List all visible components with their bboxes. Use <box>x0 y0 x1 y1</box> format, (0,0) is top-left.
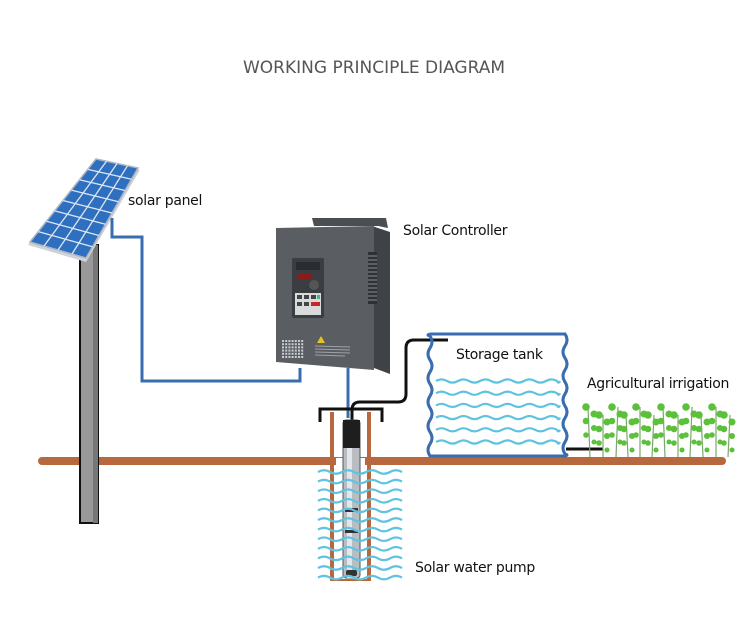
plant <box>595 411 611 457</box>
solar-panel-pole <box>79 244 99 524</box>
plant <box>608 403 624 458</box>
wave-line <box>317 555 403 562</box>
plant <box>582 403 598 458</box>
plant <box>657 403 673 458</box>
plant <box>620 411 636 458</box>
wave-line <box>435 414 561 421</box>
wave-line <box>317 488 403 495</box>
wave-line <box>317 469 403 475</box>
solar-panel-label: solar panel <box>128 193 203 209</box>
solar-controller-label: Solar Controller <box>403 223 508 239</box>
plant <box>695 411 711 458</box>
wave-line <box>317 536 403 543</box>
wave-line <box>317 526 403 533</box>
wave-line <box>317 478 403 485</box>
plant <box>720 411 736 458</box>
solar-water-pump-label: Solar water pump <box>415 560 535 576</box>
well-cap <box>318 407 384 422</box>
plant <box>670 411 686 457</box>
plant <box>644 411 660 458</box>
tank-water-waves <box>435 378 561 445</box>
wave-line <box>435 378 561 384</box>
wave-line <box>317 497 403 504</box>
wave-line <box>435 390 561 396</box>
wave-line <box>317 545 403 552</box>
solar-panel-icon <box>28 158 140 262</box>
wave-line <box>317 517 403 523</box>
plants-icon <box>582 403 736 458</box>
wave-line <box>435 427 561 433</box>
agricultural-irrigation-label: Agricultural irrigation <box>587 376 730 392</box>
power-wire-panel-to-controller <box>110 218 302 383</box>
diagram-title: WORKING PRINCIPLE DIAGRAM <box>242 58 506 78</box>
storage-tank-label: Storage tank <box>456 347 543 363</box>
wave-line <box>317 574 403 581</box>
wave-line <box>317 507 403 514</box>
storage-tank-icon <box>426 332 569 458</box>
wave-line <box>435 402 561 409</box>
water-pipe-to-tank <box>350 338 448 420</box>
well-water-waves <box>317 469 403 581</box>
wave-line <box>317 565 403 571</box>
plant <box>682 403 698 458</box>
solar-controller-icon <box>276 218 390 374</box>
wave-line <box>435 439 561 445</box>
